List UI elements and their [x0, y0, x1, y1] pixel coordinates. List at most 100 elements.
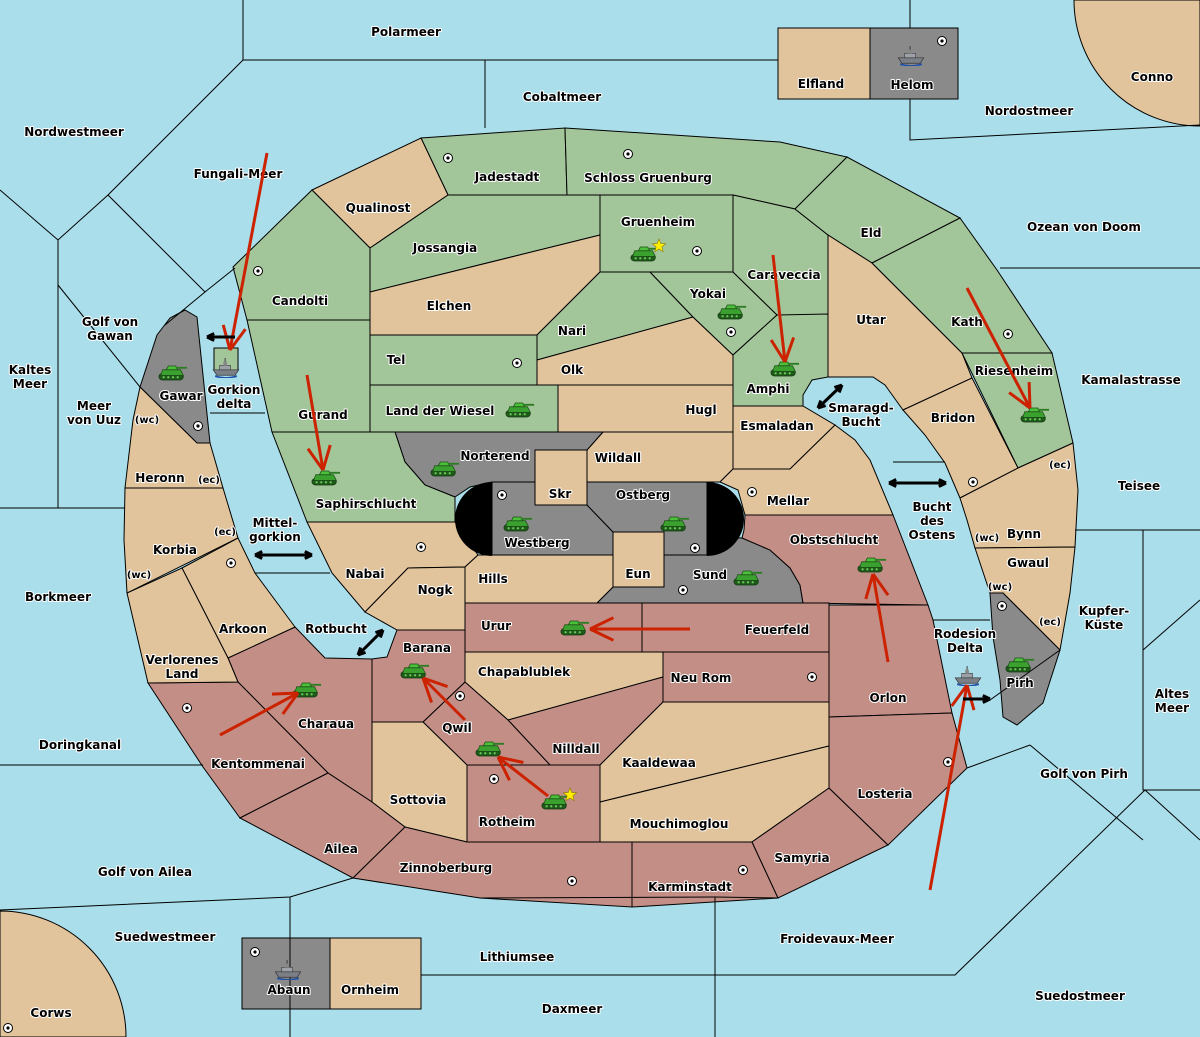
label-mellar: Mellar [767, 494, 809, 508]
units [158, 46, 1050, 980]
order-arrow-line [228, 152, 269, 351]
sea-border [715, 789, 1146, 976]
coast-tag--wc: (wc) [127, 570, 151, 581]
order-arrowhead [1027, 381, 1032, 409]
label-esmaladan: Esmaladan [740, 419, 813, 433]
label-wildall: Wildall [595, 451, 641, 465]
territory-conno[interactable] [1073, 0, 1200, 127]
order-arrowhead [769, 339, 787, 363]
territory-rotheim[interactable] [466, 764, 601, 843]
order-arrow-line [928, 684, 969, 891]
label-bynn: Bynn [1007, 527, 1041, 541]
coast-tag--wc: (wc) [988, 582, 1012, 593]
order-arrow-line [219, 691, 299, 737]
label-norterend: Norterend [460, 449, 529, 463]
order-arrowhead [281, 692, 300, 715]
order-arrowhead [321, 444, 332, 471]
label-korbia: Korbia [153, 543, 197, 557]
arrowhead-icon [304, 553, 313, 560]
territory-mellar[interactable] [719, 424, 894, 516]
territory-skr[interactable] [534, 449, 588, 506]
label-rotheim: Rotheim [479, 815, 536, 829]
supply-center-icon [250, 947, 260, 957]
supply-center-icon [738, 865, 748, 875]
territory-orlon[interactable] [828, 604, 953, 718]
territory-gruenheim[interactable] [599, 194, 734, 273]
territory-kath[interactable] [871, 217, 1053, 354]
label-gurand: Gurand [298, 408, 348, 422]
label-nilldall: Nilldall [552, 742, 599, 756]
sea-border [1029, 744, 1144, 841]
supply-center-icon [182, 703, 192, 713]
label-sund: Sund [693, 568, 727, 582]
label-candolti: Candolti [272, 294, 328, 308]
sea-border [57, 284, 141, 388]
territory-bynn[interactable] [959, 442, 1079, 549]
sea-label-golf-von-pirh: Golf von Pirh [1040, 767, 1128, 781]
coast-tag--ec: (ec) [1049, 460, 1071, 471]
label-barana: Barana [403, 641, 451, 655]
sea-label-froidevaux-meer: Froidevaux-Meer [780, 932, 894, 946]
territory-elfland[interactable] [777, 27, 871, 100]
sea-label-smaragd-bucht: Smaragd-Bucht [828, 401, 893, 429]
territory-ailea[interactable] [238, 772, 406, 879]
sea-label-fungali-meer: Fungali-Meer [194, 167, 283, 181]
coast-tag--ec: (ec) [1039, 617, 1061, 628]
sea-label-rotbucht: Rotbucht [305, 622, 367, 636]
territory-obstschlucht[interactable] [741, 514, 929, 606]
territory-ornheim[interactable] [329, 937, 422, 1010]
sea-border [242, 0, 778, 61]
label-zinnoberburg: Zinnoberburg [400, 861, 492, 875]
sea-label-kamalastrasse: Kamalastrasse [1081, 373, 1181, 387]
sea-label-nordwestmeer: Nordwestmeer [24, 125, 124, 139]
supply-center-icon [443, 153, 453, 163]
order-arrowhead [306, 447, 325, 471]
territory-losteria[interactable] [828, 712, 968, 846]
label-land-der-wiesel: Land der Wiesel [386, 404, 495, 418]
order-arrow-line [965, 287, 1032, 409]
star-icon [651, 238, 667, 253]
territory-verlorenes-land[interactable] [126, 567, 239, 684]
order-arrowhead [871, 573, 890, 597]
label-chapablublek: Chapablublek [478, 665, 571, 679]
order-arrowhead [589, 616, 615, 631]
order-arrowhead [421, 677, 433, 704]
territory-corws[interactable] [0, 910, 127, 1037]
order-arrowhead [422, 676, 449, 688]
supply-center-icon [226, 558, 236, 568]
coast-tag--wc: (wc) [135, 415, 159, 426]
convoy-arrow-icon [816, 383, 844, 410]
label-jadestadt: Jadestadt [474, 170, 540, 184]
label-bridon: Bridon [931, 411, 976, 425]
coast-tag--ec: (ec) [214, 527, 236, 538]
label-nabai: Nabai [346, 567, 385, 581]
label-gwaul: Gwaul [1007, 556, 1049, 570]
label-amphi: Amphi [746, 382, 789, 396]
label-conno: Conno [1131, 70, 1173, 84]
supply-center-icon [489, 774, 499, 784]
arrowhead-icon [356, 646, 363, 656]
supply-center-icon [968, 477, 978, 487]
label-kath: Kath [951, 315, 983, 329]
sea-label-suedostmeer: Suedostmeer [1035, 989, 1125, 1003]
order-arrowhead [228, 328, 247, 351]
fleet-ship-icon[interactable] [954, 666, 982, 686]
supply-center-icon [997, 601, 1007, 611]
supply-center-icon [512, 358, 522, 368]
star-icon [562, 787, 578, 802]
territory-korbia[interactable] [123, 487, 239, 594]
label-kentommenai: Kentommenai [211, 757, 305, 771]
impassable-east-cap [707, 482, 744, 556]
label-hills: Hills [478, 572, 508, 586]
label-jossangia: Jossangia [412, 241, 477, 255]
label-riesenheim: Riesenheim [975, 364, 1054, 378]
sea-label-cobaltmeer: Cobaltmeer [523, 90, 601, 104]
label-schloss-gruenburg: Schloss Gruenburg [584, 171, 712, 185]
